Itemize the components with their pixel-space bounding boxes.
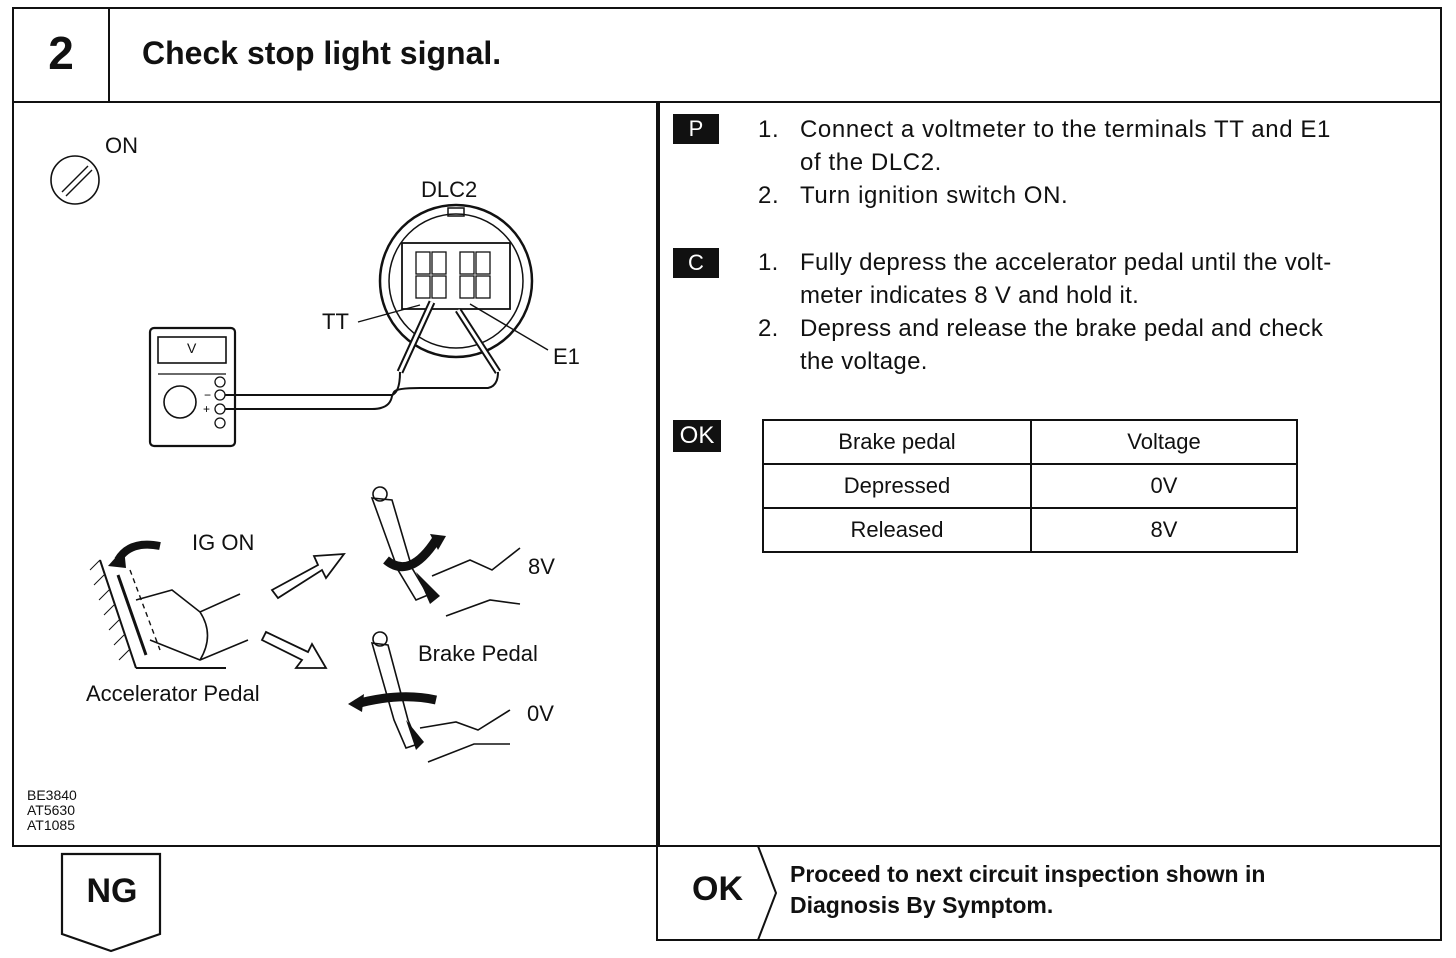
step-number: 2	[14, 9, 110, 101]
check-step-2-line-1: Depress and release the brake pedal and …	[800, 315, 1324, 342]
voltmeter-icon: − +	[148, 326, 237, 448]
accelerator-pedal-label: Accelerator Pedal	[86, 681, 260, 706]
diagnostic-illustration: − +	[50, 155, 549, 763]
ng-result-box	[60, 852, 162, 953]
voltage-low-label: 0V	[527, 701, 554, 726]
svg-text:+: +	[203, 402, 210, 416]
prep-step-1: 1. Connect a voltmeter to the terminals T…	[758, 113, 1331, 179]
preparation-badge: P	[673, 114, 719, 144]
ignition-on-label: ON	[105, 133, 138, 158]
ok-result-text-line-2: Diagnosis By Symptom.	[790, 892, 1054, 918]
prep-step-1-line-2: of the DLC2.	[800, 149, 942, 176]
prep-step-2-number: 2.	[758, 182, 780, 209]
ok-result-label: OK	[692, 870, 743, 908]
table-cell: 0V	[1030, 463, 1298, 509]
dlc2-label: DLC2	[421, 177, 478, 202]
ok-badge: OK	[673, 420, 721, 452]
table-row: Depressed 0V	[762, 463, 1298, 509]
table-header-voltage: Voltage	[1030, 419, 1298, 465]
illustration-panel	[12, 101, 660, 847]
test-probes-icon	[396, 300, 501, 374]
terminal-e1-label: E1	[553, 344, 580, 369]
check-step-1-line-1: Fully depress the accelerator pedal unti…	[800, 249, 1332, 276]
prep-step-2-line-1: Turn ignition switch ON.	[800, 182, 1069, 209]
ok-result-text-line-1: Proceed to next circuit inspection shown…	[790, 861, 1266, 887]
check-step-1: 1. Fully depress the accelerator pedal un…	[758, 246, 1332, 312]
figure-code: BE3840	[27, 787, 77, 803]
meter-display-label: V	[187, 340, 197, 356]
figure-code: AT5630	[27, 802, 75, 818]
procedure-panel	[656, 101, 1442, 847]
figure-code: AT1085	[27, 817, 75, 833]
brake-pedal-label: Brake Pedal	[418, 641, 538, 666]
accelerator-pedal-icon	[89, 540, 249, 669]
table-cell: 8V	[1030, 507, 1298, 553]
table-cell: Released	[762, 507, 1032, 553]
table-cell: Depressed	[762, 463, 1032, 509]
table-header-row: Brake pedal Voltage	[762, 419, 1298, 465]
step-header: 2 Check stop light signal.	[12, 7, 1442, 103]
prep-step-2: 2. Turn ignition switch ON.	[758, 179, 1068, 212]
voltage-spec-table: Brake pedal Voltage Depressed 0V Release…	[762, 419, 1298, 553]
brake-pedal-depressed-icon	[348, 631, 511, 763]
ignition-key-icon	[50, 155, 100, 205]
prep-step-1-number: 1.	[758, 116, 780, 143]
svg-text:−: −	[204, 388, 211, 402]
check-step-2-line-2: the voltage.	[800, 348, 928, 375]
voltage-high-label: 8V	[528, 554, 555, 579]
table-header-brake-pedal: Brake pedal	[762, 419, 1032, 465]
ok-result-box	[656, 845, 1442, 941]
check-step-1-number: 1.	[758, 249, 779, 276]
ng-label: NG	[86, 872, 138, 910]
check-step-1-line-2: meter indicates 8 V and hold it.	[800, 282, 1140, 309]
ig-on-label: IG ON	[192, 530, 255, 555]
prep-step-1-line-1: Connect a voltmeter to the terminals TT …	[800, 116, 1331, 143]
step-title: Check stop light signal.	[142, 35, 502, 71]
brake-pedal-released-icon	[370, 486, 521, 617]
check-step-2: 2. Depress and release the brake pedal an…	[758, 312, 1323, 378]
dlc2-connector-icon	[378, 203, 534, 359]
hollow-arrow-up-icon	[270, 552, 346, 600]
hollow-arrow-down-icon	[260, 630, 328, 669]
ok-result-divider	[757, 846, 778, 940]
check-badge: C	[673, 248, 719, 278]
table-row: Released 8V	[762, 507, 1298, 553]
check-step-2-number: 2.	[758, 315, 779, 342]
terminal-tt-label: TT	[322, 309, 349, 334]
